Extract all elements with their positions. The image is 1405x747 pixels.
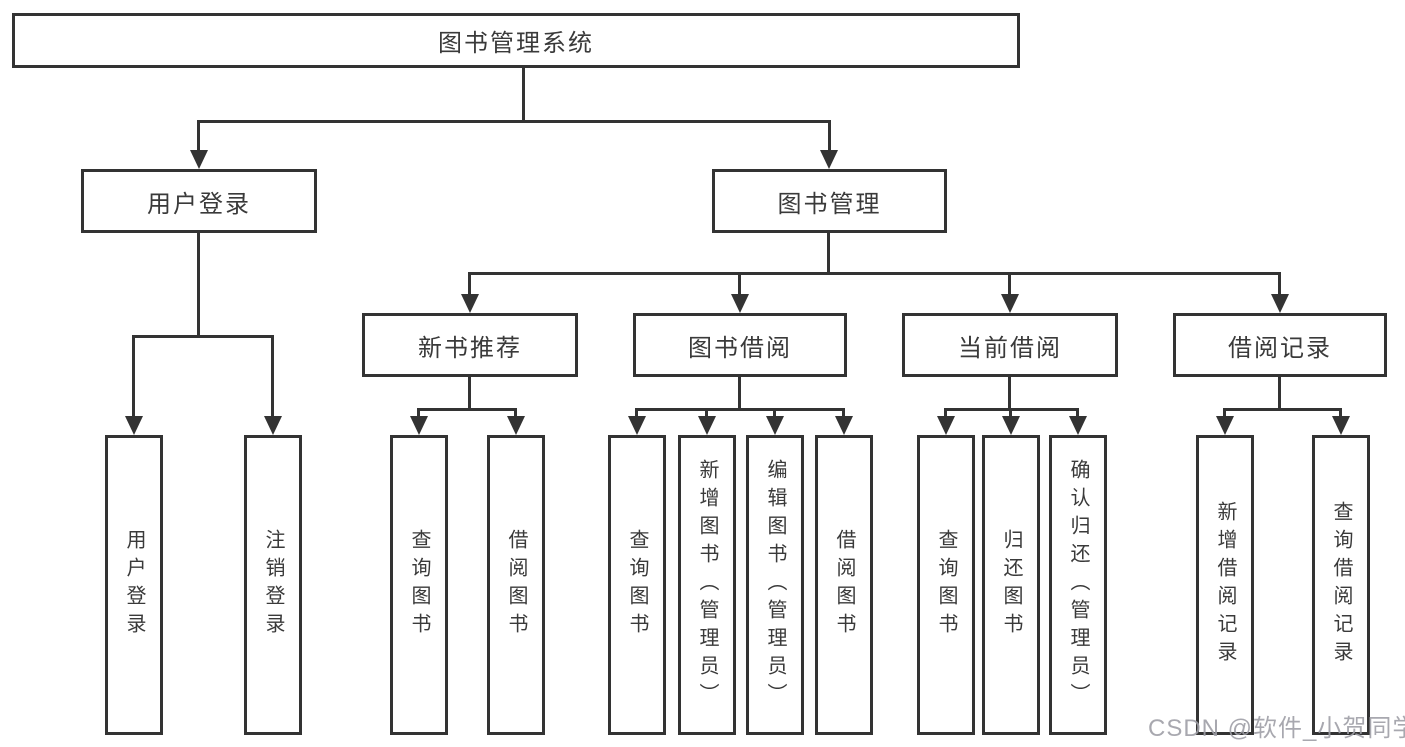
connector-line bbox=[1009, 408, 1012, 416]
arrow-down-icon bbox=[125, 416, 143, 435]
arrow-down-icon bbox=[1069, 416, 1087, 435]
leaf-logout: 注销登录 bbox=[244, 435, 302, 735]
connector-line bbox=[738, 272, 741, 294]
leaf-query-books-borrowing: 查询图书 bbox=[608, 435, 666, 735]
arrow-down-icon bbox=[1216, 416, 1234, 435]
arrow-down-icon bbox=[835, 416, 853, 435]
arrow-down-icon bbox=[507, 416, 525, 435]
leaf-query-borrow-record: 查询借阅记录 bbox=[1312, 435, 1370, 735]
node-label: 借阅记录 bbox=[1228, 334, 1332, 362]
connector-line bbox=[1223, 408, 1226, 416]
node-label: 用户登录 bbox=[123, 529, 145, 641]
connector-line bbox=[738, 377, 741, 408]
csdn-watermark: CSDN @软件_小贺同学 bbox=[1148, 715, 1405, 742]
node-new-book-recommend: 新书推荐 bbox=[362, 313, 578, 377]
node-book-management: 图书管理 bbox=[712, 169, 947, 233]
node-label: 借阅图书 bbox=[505, 529, 527, 641]
leaf-query-books-current: 查询图书 bbox=[917, 435, 975, 735]
connector-line bbox=[419, 408, 517, 411]
connector-line bbox=[522, 68, 525, 120]
node-label: 新增图书（管理员） bbox=[696, 459, 718, 711]
arrow-down-icon bbox=[1002, 416, 1020, 435]
arrow-down-icon bbox=[820, 150, 838, 169]
node-label: 编辑图书（管理员） bbox=[764, 459, 786, 711]
arrow-down-icon bbox=[698, 416, 716, 435]
arrow-down-icon bbox=[1271, 294, 1289, 313]
node-label: 注销登录 bbox=[262, 529, 284, 641]
connector-line bbox=[134, 335, 273, 338]
connector-line bbox=[773, 408, 776, 416]
node-label: 新书推荐 bbox=[418, 334, 522, 362]
node-label: 图书管理系统 bbox=[438, 30, 594, 57]
connector-line bbox=[1339, 408, 1342, 416]
arrow-down-icon bbox=[1332, 416, 1350, 435]
arrow-down-icon bbox=[264, 416, 282, 435]
connector-line bbox=[828, 120, 831, 151]
node-library-system: 图书管理系统 bbox=[12, 13, 1020, 68]
node-label: 当前借阅 bbox=[958, 334, 1062, 362]
leaf-borrow-books-recommend: 借阅图书 bbox=[487, 435, 545, 735]
node-borrow-records: 借阅记录 bbox=[1173, 313, 1387, 377]
leaf-add-books-admin: 新增图书（管理员） bbox=[678, 435, 736, 735]
connector-line bbox=[197, 233, 200, 335]
arrow-down-icon bbox=[766, 416, 784, 435]
leaf-query-books-recommend: 查询图书 bbox=[390, 435, 448, 735]
connector-line bbox=[1008, 272, 1011, 294]
leaf-user-login: 用户登录 bbox=[105, 435, 163, 735]
node-label: 归还图书 bbox=[1000, 529, 1022, 641]
node-label: 新增借阅记录 bbox=[1214, 501, 1236, 669]
connector-line bbox=[635, 408, 638, 416]
connector-line bbox=[842, 408, 845, 416]
arrow-down-icon bbox=[461, 294, 479, 313]
connector-line bbox=[944, 408, 947, 416]
connector-line bbox=[198, 120, 830, 123]
node-label: 借阅图书 bbox=[833, 529, 855, 641]
arrow-down-icon bbox=[628, 416, 646, 435]
arrow-down-icon bbox=[190, 150, 208, 169]
connector-line bbox=[514, 408, 517, 416]
node-label: 查询图书 bbox=[626, 529, 648, 641]
connector-line bbox=[271, 335, 274, 416]
node-label: 图书管理 bbox=[777, 190, 882, 218]
connector-line bbox=[705, 408, 708, 416]
leaf-confirm-return-admin: 确认归还（管理员） bbox=[1049, 435, 1107, 735]
node-book-borrowing: 图书借阅 bbox=[633, 313, 847, 377]
node-label: 图书借阅 bbox=[688, 334, 792, 362]
connector-line bbox=[197, 120, 200, 151]
connector-line bbox=[468, 272, 471, 294]
connector-line bbox=[1278, 272, 1281, 294]
arrow-down-icon bbox=[1001, 294, 1019, 313]
node-label: 查询图书 bbox=[408, 529, 430, 641]
node-label: 查询借阅记录 bbox=[1330, 501, 1352, 669]
connector-line bbox=[468, 377, 471, 408]
node-current-borrowing: 当前借阅 bbox=[902, 313, 1118, 377]
connector-line bbox=[946, 408, 1078, 411]
connector-line bbox=[417, 408, 420, 416]
arrow-down-icon bbox=[410, 416, 428, 435]
node-user-login: 用户登录 bbox=[81, 169, 317, 233]
connector-line bbox=[1225, 408, 1341, 411]
leaf-add-borrow-record: 新增借阅记录 bbox=[1196, 435, 1254, 735]
connector-line bbox=[1076, 408, 1079, 416]
connector-line bbox=[827, 233, 830, 272]
connector-line bbox=[1008, 377, 1011, 408]
connector-line bbox=[1278, 377, 1281, 408]
node-label: 确认归还（管理员） bbox=[1067, 459, 1089, 711]
arrow-down-icon bbox=[937, 416, 955, 435]
connector-line bbox=[132, 335, 135, 416]
node-label: 查询图书 bbox=[935, 529, 957, 641]
connector-line bbox=[637, 408, 844, 411]
connector-line bbox=[468, 272, 1281, 275]
node-label: 用户登录 bbox=[147, 190, 251, 218]
leaf-edit-books-admin: 编辑图书（管理员） bbox=[746, 435, 804, 735]
leaf-borrow-books-borrowing: 借阅图书 bbox=[815, 435, 873, 735]
arrow-down-icon bbox=[731, 294, 749, 313]
leaf-return-books: 归还图书 bbox=[982, 435, 1040, 735]
